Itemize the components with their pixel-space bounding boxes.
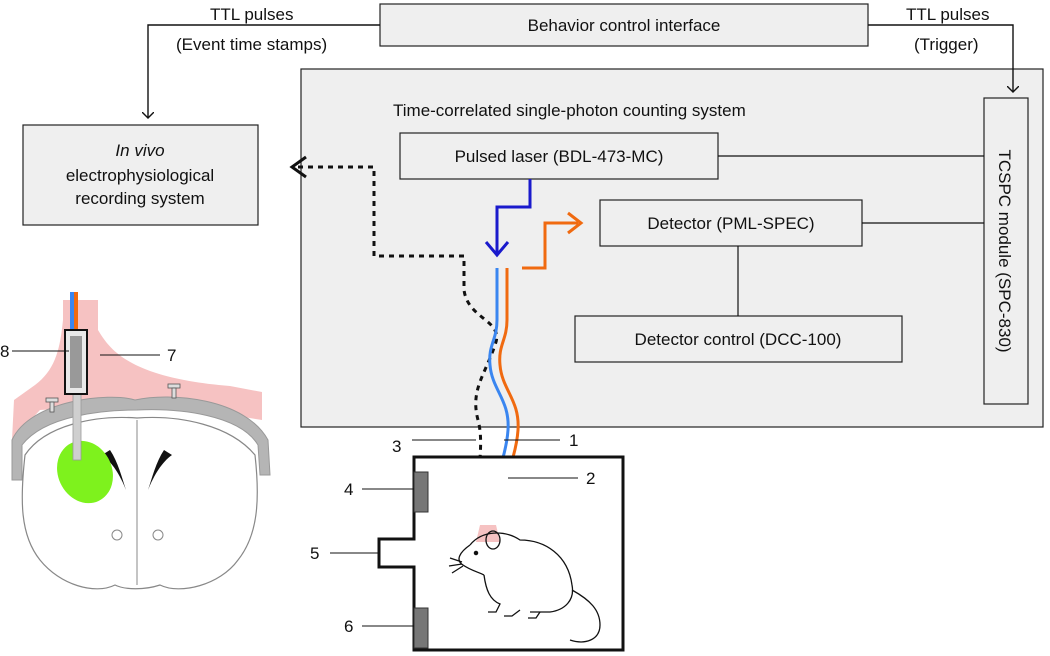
ttl-left-line <box>148 24 380 118</box>
ttl-right-line <box>868 24 1013 92</box>
tcspc-panel <box>300 68 1044 428</box>
callout-2: 2 <box>586 469 595 488</box>
port-6 <box>413 607 429 649</box>
ttl-left-label: TTL pulses <box>210 5 293 24</box>
emission-arrowhead <box>567 211 584 235</box>
ephys-box <box>22 124 259 226</box>
ventricle-right <box>148 450 172 490</box>
event-timestamps-label: (Event time stamps) <box>176 35 327 54</box>
electrode-arrowhead <box>289 155 307 179</box>
laser-label: Pulsed laser (BDL-473-MC) <box>455 147 664 166</box>
skull <box>11 396 271 481</box>
brain-outline <box>21 416 258 590</box>
trigger-label: (Trigger) <box>914 35 979 54</box>
detector-control-box <box>574 315 903 363</box>
emission-arrow <box>522 221 578 270</box>
mouse-drawing <box>448 530 601 643</box>
laser-arrow <box>495 179 532 254</box>
tcspc-module-box <box>983 97 1029 405</box>
screw-right <box>167 383 181 399</box>
callout-3: 3 <box>392 437 401 456</box>
callout-7: 7 <box>167 346 176 365</box>
ephys-label-line3: recording system <box>75 189 204 208</box>
brain-section <box>11 292 271 590</box>
behavior-box <box>379 3 869 47</box>
callout-5: 5 <box>310 544 319 563</box>
electrode-wire <box>298 165 499 521</box>
ttl-right-label: TTL pulses <box>906 5 989 24</box>
screw-left <box>45 397 59 413</box>
detector-box <box>599 199 863 247</box>
laser-box <box>399 132 719 180</box>
laser-arrowhead <box>484 241 510 258</box>
detector-control-label: Detector control (DCC-100) <box>635 330 842 349</box>
behavior-chamber <box>377 455 625 652</box>
ephys-label-line2: electrophysiological <box>66 166 214 185</box>
tcspc-module-label: TCSPC module (SPC-830) <box>995 149 1014 352</box>
fiber-orange-top <box>74 292 78 330</box>
port-4 <box>413 471 429 513</box>
callout-1: 1 <box>569 431 578 450</box>
fiber-implant <box>72 393 82 461</box>
behavior-box-label: Behavior control interface <box>528 16 721 35</box>
callout-6: 6 <box>344 617 353 636</box>
tcspc-panel-title: Time-correlated single-photon counting s… <box>393 101 746 120</box>
detector-label: Detector (PML-SPEC) <box>647 214 814 233</box>
fiber-blue-top <box>70 292 74 330</box>
callout-4: 4 <box>344 480 353 499</box>
gfp-region <box>57 440 113 504</box>
ephys-label-italic: In vivo <box>115 141 164 160</box>
callout-8: 8 <box>0 342 9 361</box>
